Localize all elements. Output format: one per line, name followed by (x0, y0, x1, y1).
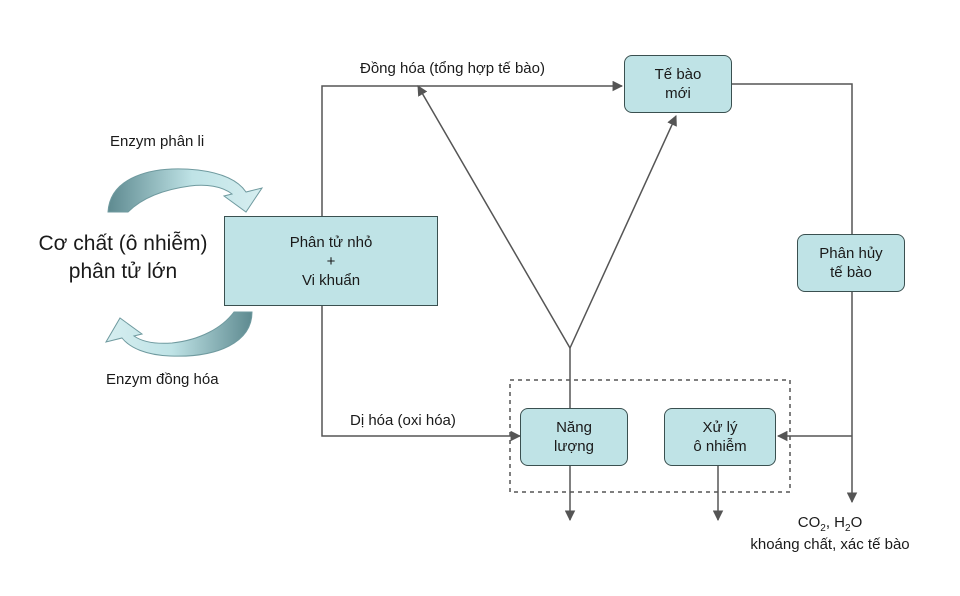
products-separator: , (825, 514, 835, 531)
dissimilation-path-label: Dị hóa (oxi hóa) (350, 412, 456, 429)
energy-to-assimilation-arrow (417, 85, 571, 349)
dissimilation-connector (321, 306, 522, 442)
new-cells-line2: mới (665, 85, 691, 102)
pollution-treatment-line1: Xử lý (702, 419, 738, 436)
energy-to-new-cells-arrow (569, 115, 677, 349)
assimilation-path-label: Đồng hóa (tổng hợp tế bào) (360, 60, 545, 77)
co2-subscript: 2 (820, 523, 826, 534)
enzyme-dissociation-label: Enzym phân li (110, 133, 205, 150)
substrate-line2: phân tử lớn (68, 260, 178, 283)
cell-decomposition-line2: tế bào (830, 264, 872, 281)
small-molecules-line2: + (326, 252, 336, 270)
energy-line2: lượng (554, 438, 594, 455)
assimilation-connector (321, 80, 624, 216)
enzyme-assimilation-label: Enzym đồng hóa (106, 371, 219, 388)
substrate-label: Cơ chất (ô nhiễm) phân tử lớn (14, 230, 232, 286)
products-label: CO2, H2O khoáng chất, xác tế bào (730, 512, 930, 556)
small-molecules-line1: Phân tử nhỏ (289, 233, 373, 251)
h2o-o-text: O (850, 514, 863, 531)
small-molecules-box: Phân tử nhỏ + Vi khuẩn (224, 216, 438, 306)
small-molecules-line3: Vi khuẩn (301, 271, 361, 289)
pollution-treatment-box: Xử lý ô nhiễm (664, 408, 776, 466)
products-line2: khoáng chất, xác tế bào (750, 536, 910, 553)
new-cells-to-decomposition-connector (732, 83, 853, 234)
enzyme-dissociation-arrow (107, 168, 264, 213)
cell-decomposition-box: Phân hủy tế bào (797, 234, 905, 292)
cell-decomposition-line1: Phân hủy (819, 245, 883, 262)
pollution-treatment-line2: ô nhiễm (693, 438, 747, 455)
h2o-subscript: 2 (845, 523, 851, 534)
enzyme-assimilation-arrow (104, 311, 253, 357)
co2-text: CO (797, 514, 821, 531)
substrate-line1: Cơ chất (ô nhiễm) (38, 232, 208, 255)
energy-line1: Năng (556, 419, 592, 436)
products-line1: CO2, H2O (730, 512, 930, 534)
energy-box: Năng lượng (520, 408, 628, 466)
new-cells-box: Tế bào mới (624, 55, 732, 113)
h2o-h-text: H (834, 514, 845, 531)
new-cells-line1: Tế bào (654, 66, 702, 83)
